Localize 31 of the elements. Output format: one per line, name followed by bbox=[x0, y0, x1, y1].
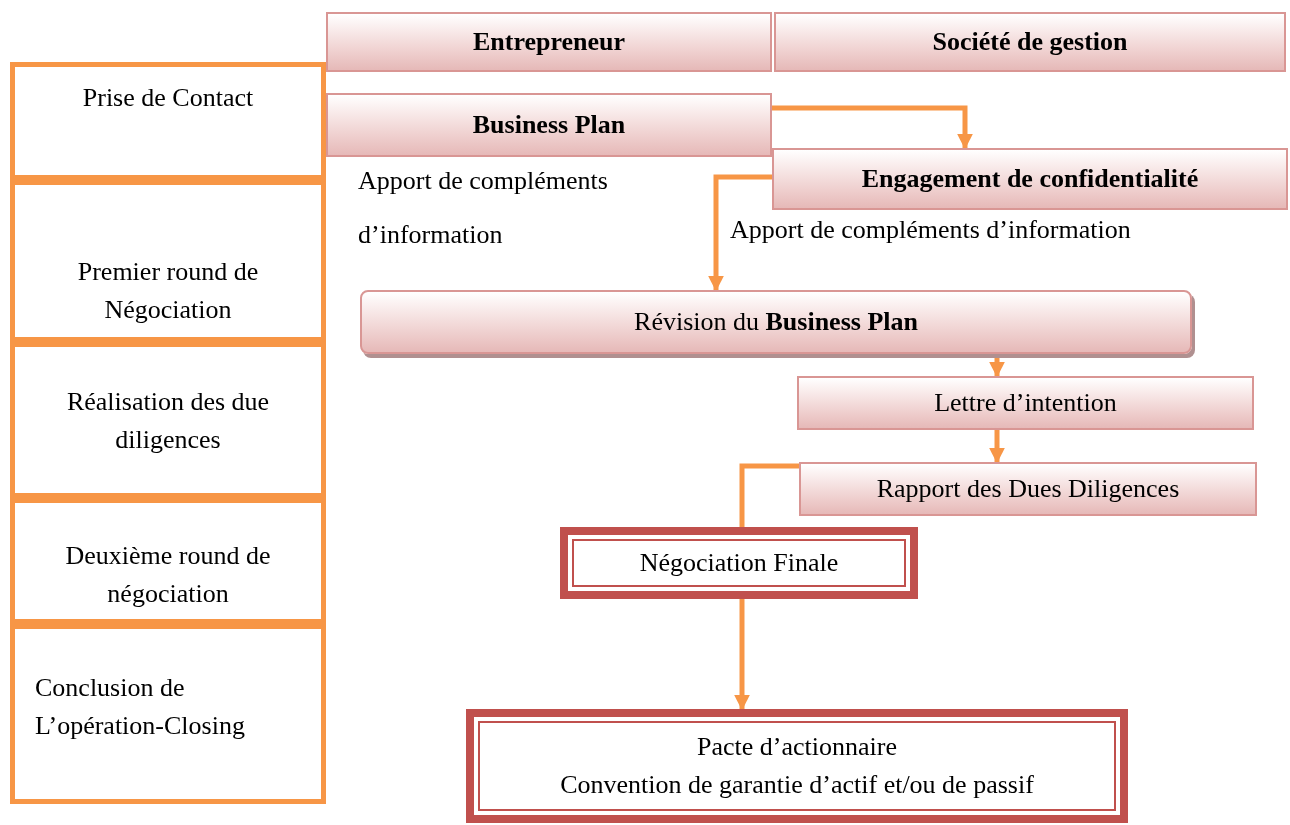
node-text: Révision du Business Plan bbox=[634, 306, 918, 338]
node-text: Business Plan bbox=[472, 109, 626, 141]
node-text: Pacte d’actionnaire bbox=[697, 731, 897, 763]
node-text: Premier round de Négociation bbox=[76, 256, 260, 326]
arrow bbox=[734, 599, 750, 711]
column-header bbox=[774, 12, 1286, 72]
node-text: Deuxième round de négociation bbox=[64, 540, 272, 610]
node-text: Lettre d’intention bbox=[934, 387, 1117, 419]
note-text: Apport de compléments d’information bbox=[358, 165, 609, 251]
node-text: Rapport des Dues Diligences bbox=[876, 473, 1180, 505]
note-text: Apport de compléments d’information bbox=[730, 214, 1132, 246]
node-text: Société de gestion bbox=[932, 26, 1128, 58]
node-text: Entrepreneur bbox=[472, 26, 626, 58]
process-box bbox=[466, 709, 1128, 823]
phase-box bbox=[10, 62, 326, 180]
node-text: Convention de garantie d’actif et/ou de passif bbox=[560, 769, 1034, 801]
column-header bbox=[326, 12, 772, 72]
node-text: Engagement de confidentialité bbox=[861, 163, 1199, 195]
node-text: Réalisation des due diligences bbox=[65, 386, 271, 456]
arrow bbox=[772, 105, 973, 150]
node-text: Conclusion de L’opération-Closing bbox=[35, 672, 246, 742]
node-text: Négociation Finale bbox=[639, 547, 839, 579]
process-box bbox=[797, 376, 1254, 430]
phase-box bbox=[10, 624, 326, 804]
process-box bbox=[326, 93, 772, 157]
process-box bbox=[772, 148, 1288, 210]
node-text: Prise de Contact bbox=[82, 82, 254, 114]
process-box bbox=[560, 527, 918, 599]
arrow bbox=[708, 174, 772, 292]
arrow bbox=[989, 430, 1005, 464]
process-box bbox=[799, 462, 1257, 516]
